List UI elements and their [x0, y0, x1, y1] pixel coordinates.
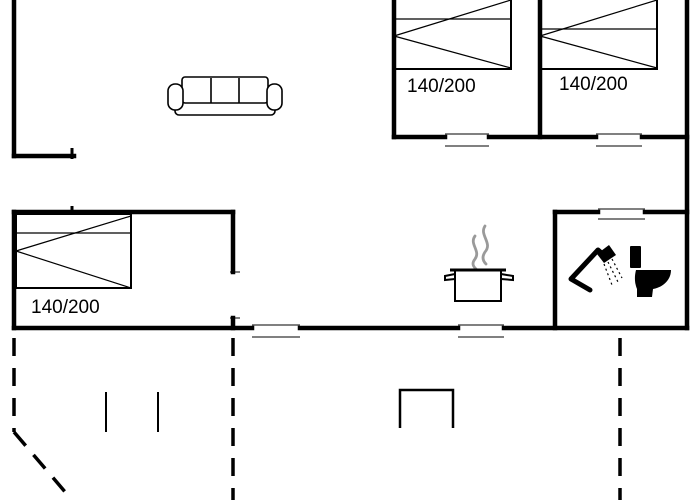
- bed-2-cover-b: [539, 35, 658, 69]
- bed-1: [393, 0, 512, 70]
- shower-pipe-base: [568, 276, 593, 293]
- toilet-tank: [630, 246, 641, 268]
- bed-3: [15, 213, 132, 289]
- pot-handle-left: [444, 273, 456, 282]
- bed-3-cover-a: [15, 215, 132, 252]
- steam-wisp-a: [471, 234, 479, 271]
- sofa-arm-right: [266, 83, 283, 111]
- shower-water-b: [607, 261, 619, 283]
- terrace-outline: [12, 338, 622, 500]
- shower-icon: [568, 245, 623, 293]
- shower-water-a: [603, 263, 613, 286]
- bed-1-label: 140/200: [407, 76, 476, 97]
- steam-icon: [471, 224, 489, 271]
- terrace-diagonal-edge: [12, 430, 74, 500]
- toilet-bowl: [634, 270, 671, 297]
- sofa-arm-left: [167, 83, 184, 111]
- terrace-bench-pair: [105, 392, 159, 432]
- outdoor-table: [398, 388, 455, 428]
- steam-wisp-b: [481, 224, 489, 266]
- bed-2-frame: [539, 0, 658, 70]
- bed-2: [539, 0, 658, 70]
- shower-water-c: [611, 258, 623, 279]
- shower-water: [603, 258, 623, 286]
- sofa-back: [181, 76, 269, 104]
- pot-handle-right: [500, 273, 514, 282]
- shower-head: [597, 245, 616, 263]
- bed-3-label: 140/200: [31, 297, 100, 318]
- bed-2-cover-a: [539, 0, 658, 37]
- bed-1-cover-b: [393, 35, 512, 69]
- openings: [230, 133, 645, 338]
- bed-2-label: 140/200: [559, 74, 628, 95]
- bed-1-cover-a: [393, 0, 512, 37]
- kitchen-pot-icon: [444, 224, 514, 302]
- walls: [11, 0, 690, 331]
- bed-1-frame: [393, 0, 512, 70]
- sofa-icon: [167, 76, 283, 116]
- pot-body: [454, 269, 502, 302]
- toilet-icon: [630, 246, 671, 297]
- bed-3-cover-b: [15, 250, 132, 289]
